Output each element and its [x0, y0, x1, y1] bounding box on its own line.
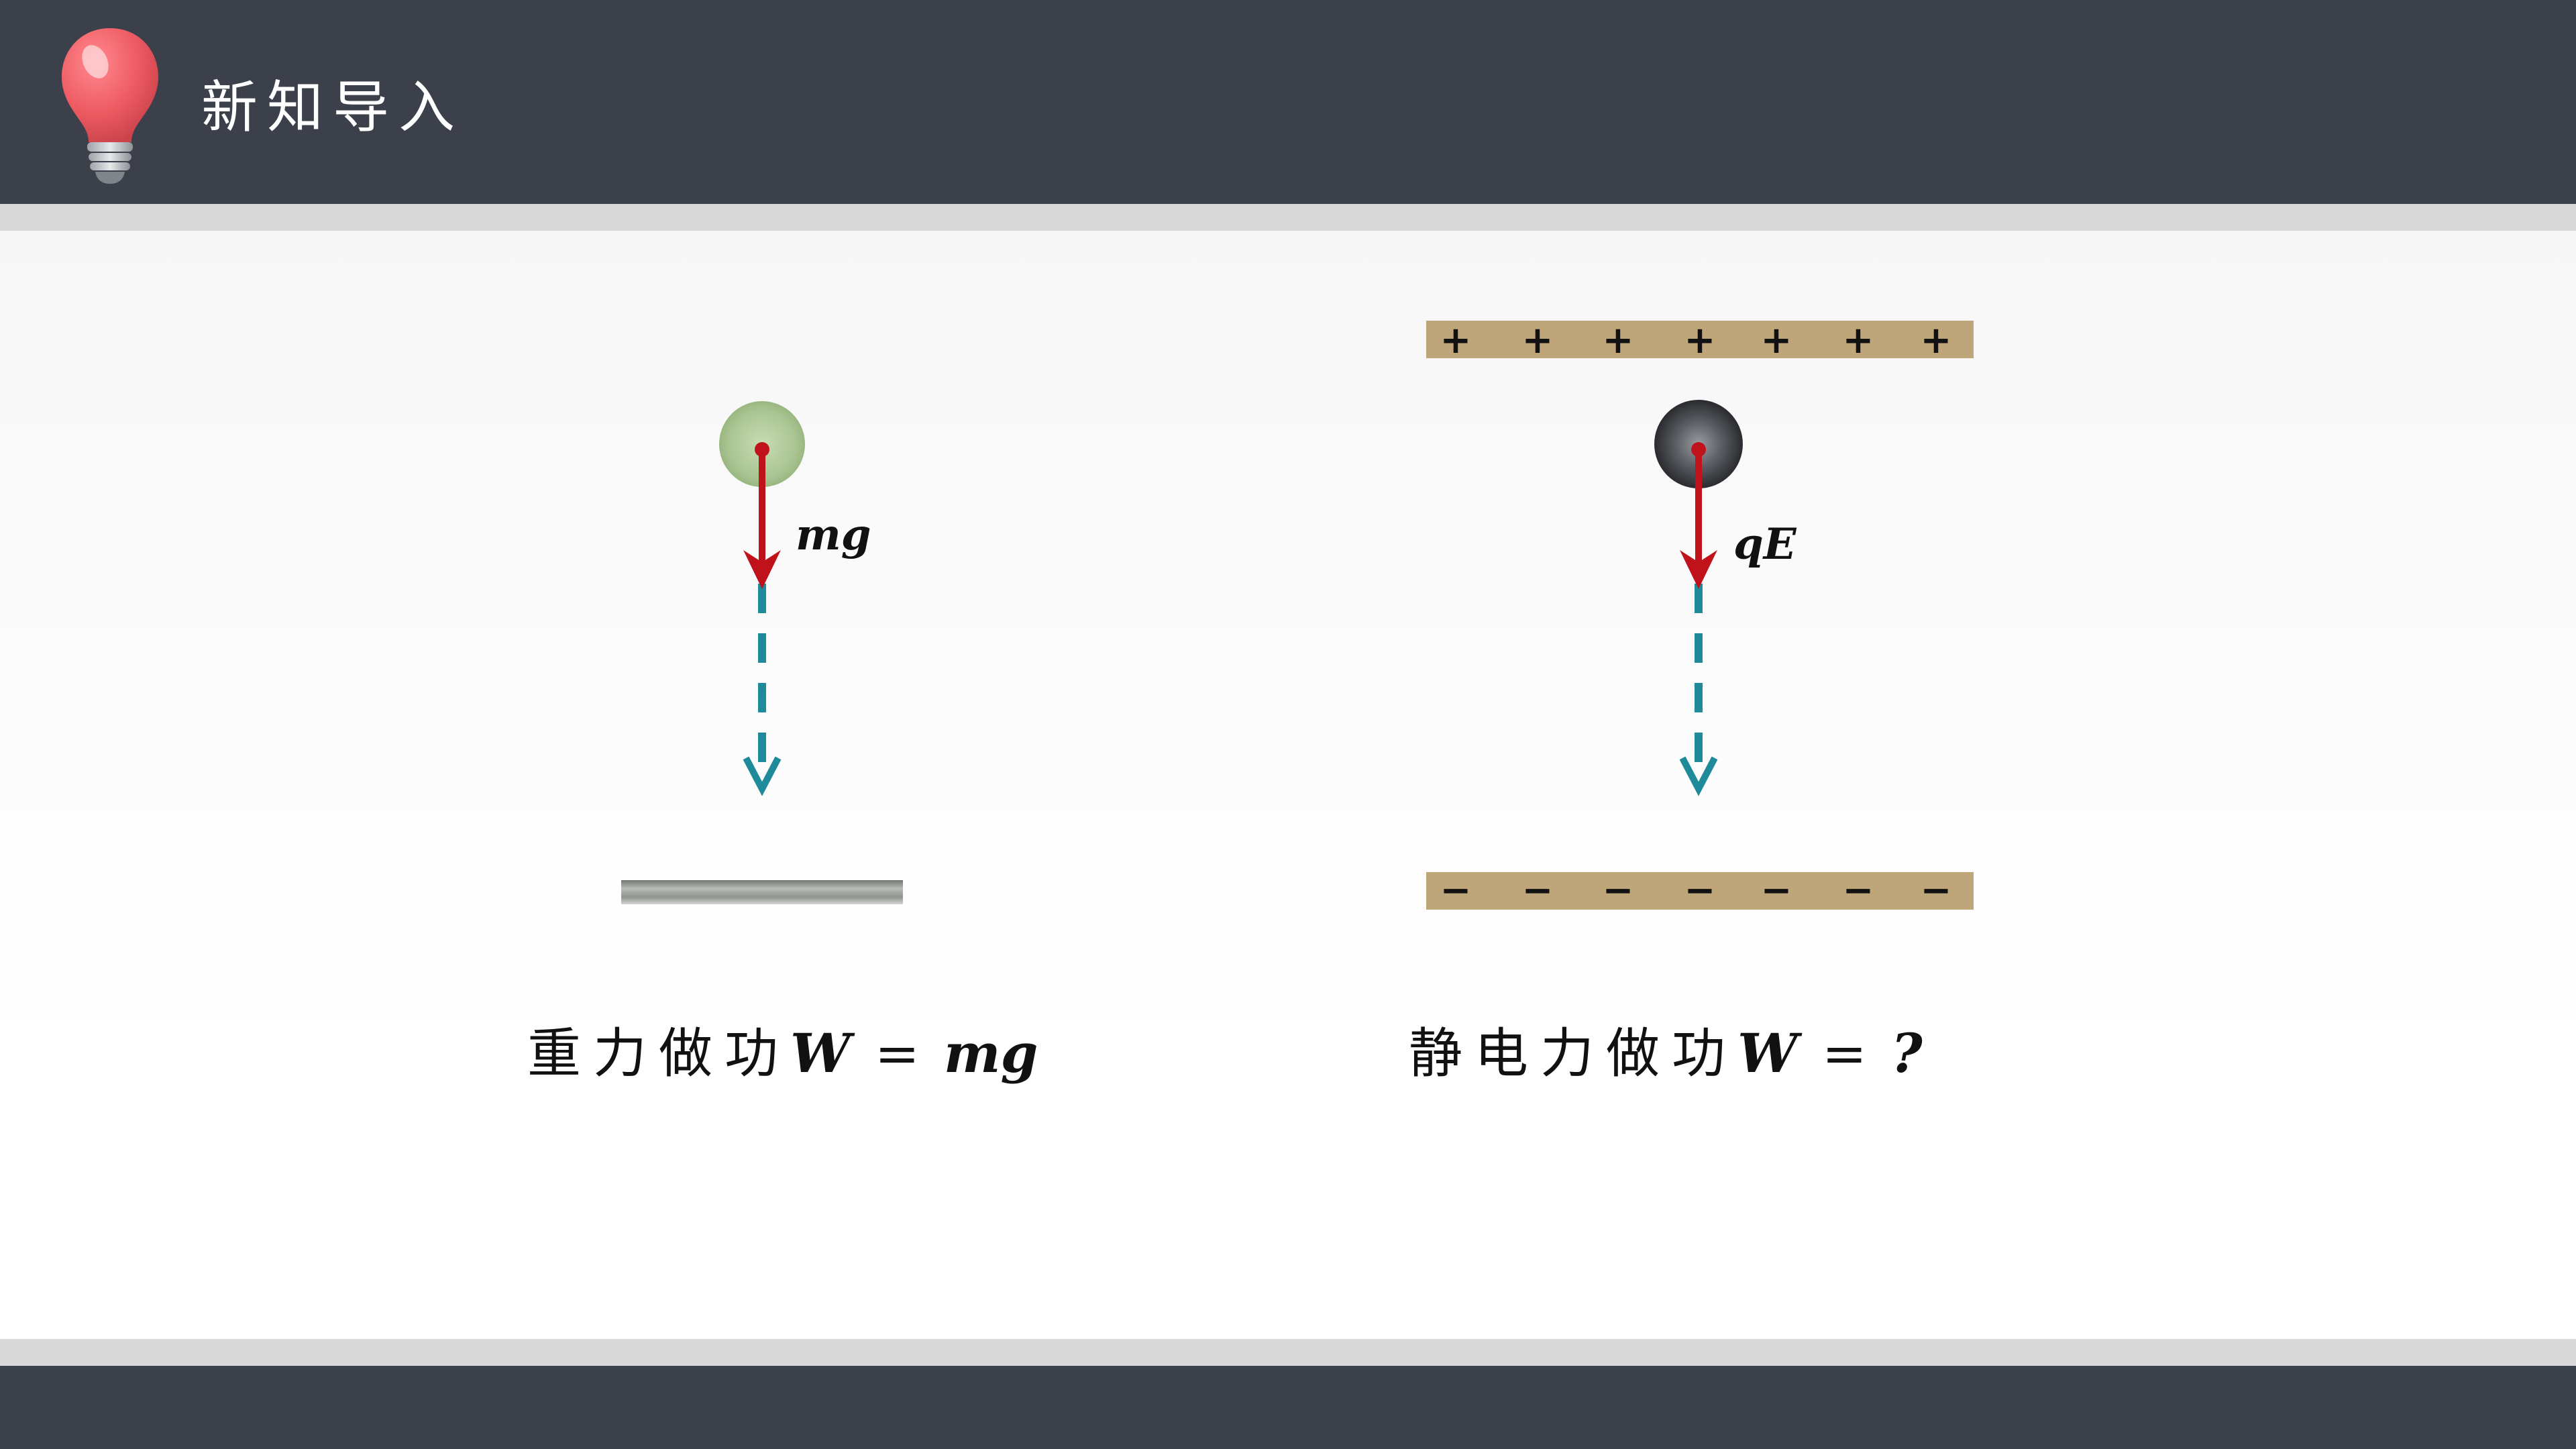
- plate-sign: −: [1761, 869, 1792, 912]
- negative-plate-signs: − − − − − − −: [1440, 869, 1952, 912]
- plate-sign: −: [1921, 869, 1952, 912]
- electric-caption-var: W: [1737, 1022, 1798, 1085]
- charge-center-dot: [1691, 442, 1706, 457]
- gravity-diagram: [621, 401, 903, 904]
- positive-plate-signs: + + + + + + +: [1440, 319, 1952, 362]
- footer-bar: [0, 1366, 2576, 1449]
- displacement-arrowhead: [743, 756, 782, 796]
- header-bar: [0, 0, 2576, 204]
- plate-sign: +: [1684, 319, 1716, 362]
- gravity-caption-expr: mg: [943, 1022, 1038, 1085]
- ground-surface: [621, 880, 903, 904]
- footer-stripe: [0, 1339, 2576, 1366]
- mass-center-dot: [755, 442, 769, 457]
- electric-work-caption: 静电力做功W =?: [1409, 1006, 1923, 1100]
- plate-sign: −: [1843, 869, 1874, 912]
- plate-sign: +: [1522, 319, 1554, 362]
- plate-sign: +: [1843, 319, 1874, 362]
- content-area: [0, 231, 2576, 1339]
- electric-force-label: qE: [1733, 519, 1796, 570]
- plate-sign: +: [1761, 319, 1792, 362]
- electric-caption-eq: =: [1821, 1022, 1867, 1085]
- lightbulb-icon: [62, 28, 158, 184]
- gravity-caption-text: 重力做功: [527, 1022, 790, 1085]
- electric-diagram: + + + + + + + − − − − − − −: [1426, 319, 1974, 912]
- displacement-arrowhead-electric: [1679, 756, 1718, 796]
- plate-sign: −: [1522, 869, 1554, 912]
- header-stripe: [0, 204, 2576, 231]
- plate-sign: +: [1603, 319, 1634, 362]
- page-title: 新知导入: [201, 74, 465, 140]
- negative-plate: [1426, 872, 1974, 910]
- gravity-force-label: mg: [796, 510, 871, 560]
- gravity-work-caption: 重力做功W = mg: [527, 1006, 1038, 1100]
- plate-sign: −: [1684, 869, 1716, 912]
- positive-plate: [1426, 321, 1974, 358]
- gravity-caption-eq: =: [874, 1022, 920, 1085]
- electric-force-arrowhead: [1680, 550, 1717, 589]
- electric-caption-text: 静电力做功: [1409, 1022, 1737, 1085]
- plate-sign: −: [1440, 869, 1472, 912]
- plate-sign: +: [1440, 319, 1472, 362]
- gravity-caption-var: W: [790, 1022, 851, 1085]
- gravity-force-arrowhead: [743, 550, 781, 589]
- plate-sign: +: [1921, 319, 1952, 362]
- plate-sign: −: [1603, 869, 1634, 912]
- electric-caption-expr: ?: [1890, 1022, 1923, 1085]
